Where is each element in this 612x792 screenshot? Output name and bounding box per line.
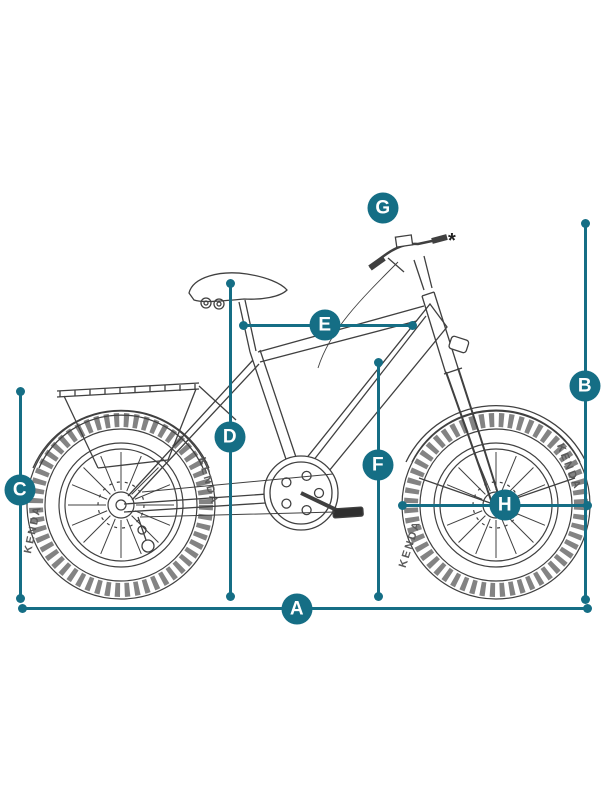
endpoint-dot [226, 279, 235, 288]
tire-brand-text: KENDA [397, 519, 424, 569]
dimension-label-h: H [489, 489, 521, 521]
dimension-label-b: B [569, 370, 601, 402]
endpoint-dot [583, 604, 592, 613]
dimension-label-c: C [4, 474, 36, 506]
dimension-label-a: A [281, 593, 313, 625]
endpoint-dot [239, 321, 248, 330]
dimension-label-d: D [214, 421, 246, 453]
endpoint-dot [226, 592, 235, 601]
endpoint-dot [581, 595, 590, 604]
dimension-label-e: E [309, 309, 341, 341]
endpoint-dot [581, 219, 590, 228]
endpoint-dot [374, 358, 383, 367]
endpoint-dot [408, 321, 417, 330]
endpoint-dot [16, 594, 25, 603]
endpoint-dot [583, 501, 592, 510]
rear-wheel [27, 411, 215, 599]
endpoint-dot [374, 592, 383, 601]
endpoint-dot [18, 604, 27, 613]
endpoint-dot [16, 387, 25, 396]
dimension-line-b [581, 219, 590, 604]
endpoint-dot [398, 501, 407, 510]
bike-frame [32, 234, 587, 553]
dimension-label-g: G [367, 192, 399, 224]
dimension-label-f: F [362, 449, 394, 481]
footnote-asterisk: * [448, 230, 456, 252]
